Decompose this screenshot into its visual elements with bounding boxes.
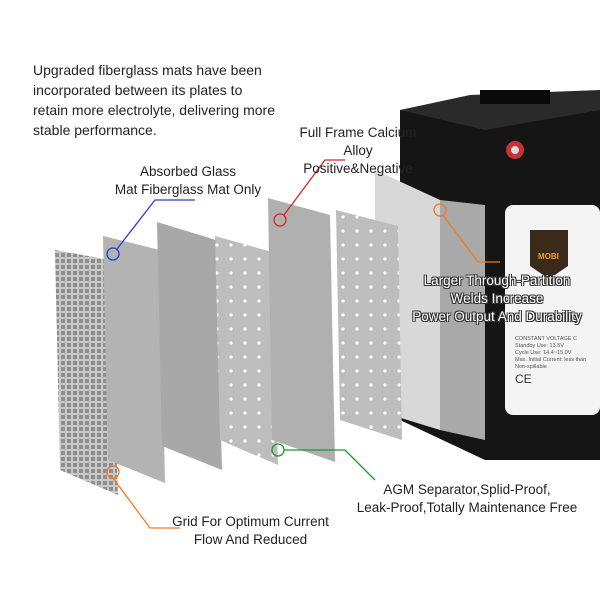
glass-mat-plate xyxy=(103,236,165,483)
ce-mark: CE xyxy=(515,372,532,386)
grid-plate xyxy=(55,250,118,495)
callout-grid: Grid For Optimum Current Flow And Reduce… xyxy=(168,513,333,549)
callout-line: Leak-Proof,Totally Maintenance Free xyxy=(356,500,578,515)
callout-line: Flow And Reduced xyxy=(193,532,308,547)
label-line: Max. Initial Current: less than xyxy=(515,357,587,363)
battery-label-text: CONSTANT VOLTAGE C Standby Use: 13.5V Cy… xyxy=(515,336,586,387)
callout-line: Welds Increase xyxy=(450,291,544,306)
intro-text: Upgraded fiberglass mats have been incor… xyxy=(33,62,275,138)
callout-agm: AGM Separator,Splid-Proof, Leak-Proof,To… xyxy=(352,481,582,517)
brand-logo: MOBI xyxy=(538,252,559,261)
callout-welds: Larger Through-Partition Welds Increase … xyxy=(402,272,592,326)
callout-calcium: Full Frame Calcium Alloy Positive&Negati… xyxy=(288,124,428,178)
callout-line: Power Output And Durability xyxy=(412,309,582,324)
callout-glass-mat: Absorbed Glass Mat Fiberglass Mat Only xyxy=(108,163,268,199)
callout-line: Mat Fiberglass Mat Only xyxy=(114,182,262,197)
label-line: Standby Use: 13.5V xyxy=(515,343,564,349)
calcium-alloy-plate xyxy=(268,198,335,462)
label-line: Cycle Use: 14.4~15.0V xyxy=(515,350,572,356)
callout-line: Alloy Positive&Negative xyxy=(303,143,413,176)
label-line: CONSTANT VOLTAGE C xyxy=(515,336,577,342)
agm-separator-plate xyxy=(336,210,402,440)
perforated-plate xyxy=(215,236,278,465)
callout-line: Larger Through-Partition xyxy=(423,273,571,288)
callout-line: Full Frame Calcium xyxy=(299,125,417,140)
plate-3 xyxy=(157,222,222,470)
label-line: Non-spillable xyxy=(515,364,547,370)
callout-line: AGM Separator,Splid-Proof, xyxy=(383,482,551,497)
callout-line: Absorbed Glass xyxy=(139,164,237,179)
callout-line: Grid For Optimum Current xyxy=(172,514,329,529)
